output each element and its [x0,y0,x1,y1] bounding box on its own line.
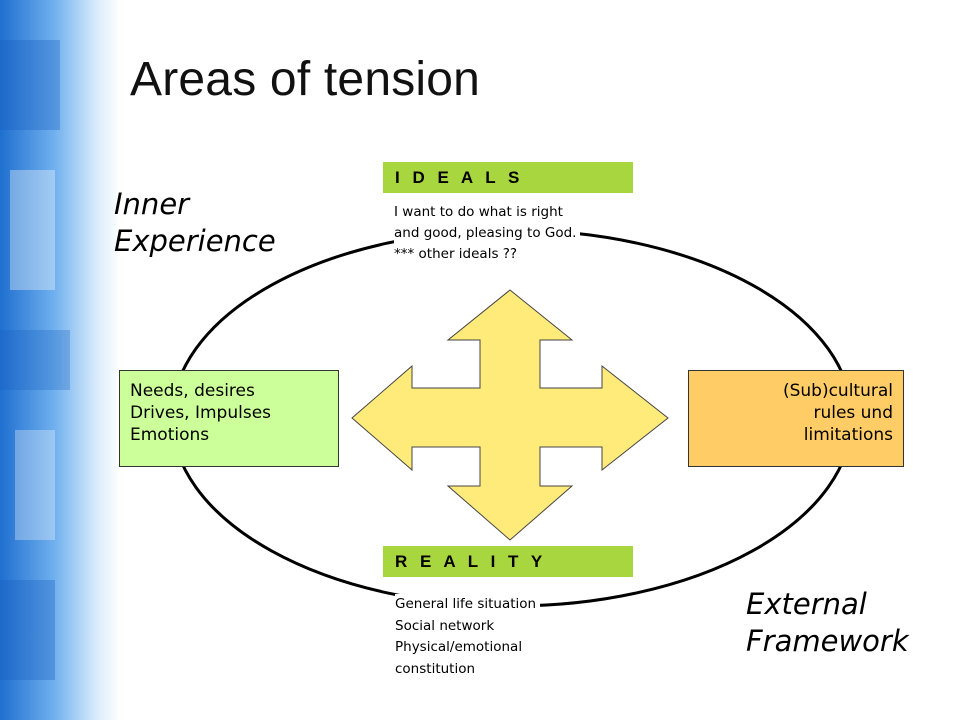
page-title: Areas of tension [130,53,481,106]
cultural-rules-box: (Sub)cultural rules und limitations [688,370,904,467]
ideals-band: I D E A L S [383,162,633,193]
needs-box: Needs, desires Drives, Impulses Emotions [119,370,339,467]
external-framework-label: External Framework [746,587,909,658]
reality-description: General life situation Social network Ph… [395,594,541,680]
inner-experience-label: Inner Experience [114,187,276,258]
decorative-sidebar [0,0,120,720]
ideals-description: I want to do what is right and good, ple… [394,202,581,265]
four-way-arrow [351,289,669,541]
reality-band: R E A L I T Y [383,546,633,577]
